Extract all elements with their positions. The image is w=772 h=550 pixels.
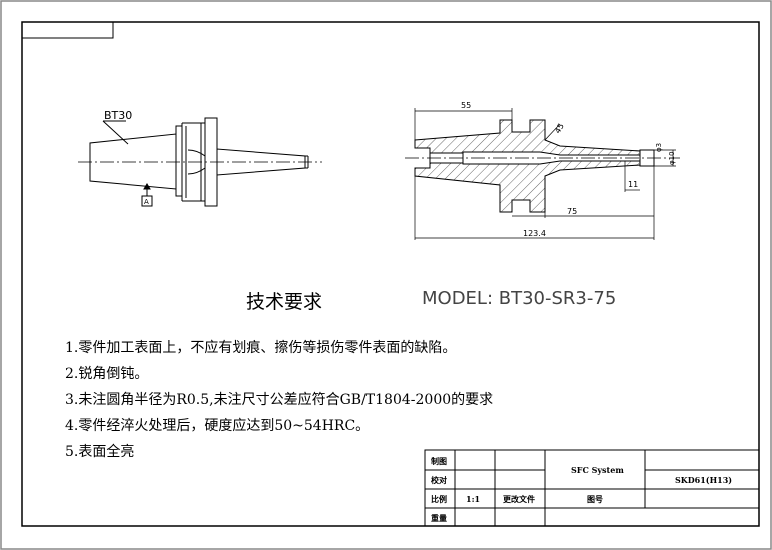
dim-small-dia: φ3: [655, 143, 663, 152]
section-tip: [639, 149, 655, 167]
model-label: MODEL: BT30-SR3-75: [422, 288, 616, 309]
section-view: [405, 108, 680, 240]
taper-outline: [89, 133, 177, 190]
title-block-weight: 重量: [431, 513, 447, 523]
section-lower-body: [414, 160, 641, 213]
title-block-scale: 比例: [431, 494, 447, 504]
dim-angle: 45: [553, 122, 566, 135]
requirements-title: 技术要求: [246, 291, 322, 313]
requirement-item: 2.锐角倒钝。: [65, 366, 148, 382]
drawing-frame: [21, 21, 760, 527]
datum-box: [141, 195, 153, 207]
title-block: [424, 449, 760, 527]
flange-v-groove: [181, 122, 206, 202]
requirement-item: 3.未注圆角半径为R0.5,未注尺寸公差应符合GB/T1804-2000的要求: [65, 391, 493, 408]
taper-label: BT30: [104, 109, 132, 122]
exterior-view: [78, 117, 322, 207]
dim-75: 75: [567, 207, 577, 216]
corner-label-box: [21, 21, 114, 39]
dim-11: 11: [628, 180, 638, 189]
title-block-replace-file: 更改文件: [503, 494, 535, 504]
dim-large-dia: φ10: [668, 151, 676, 165]
dim-123: 123.4: [523, 229, 546, 238]
section-upper-body: [414, 119, 641, 156]
datum-label: A: [144, 198, 149, 206]
title-block-company: SFC System: [571, 465, 624, 475]
title-block-check: 校对: [431, 475, 447, 485]
angle-leader: [544, 123, 561, 141]
dim-55: 55: [461, 101, 471, 110]
requirement-item: 1.零件加工表面上，不应有划痕、擦伤等损伤零件表面的缺陷。: [65, 339, 456, 356]
flange-left: [175, 125, 183, 197]
title-block-drawing-no: 图号: [587, 494, 603, 504]
title-block-draw: 制图: [431, 456, 447, 466]
requirement-item: 4.零件经淬火处理后，硬度应达到50~54HRC。: [65, 417, 369, 434]
requirement-item: 5.表面全亮: [65, 443, 134, 460]
title-block-material: SKD61(H13): [675, 475, 732, 485]
title-block-scale-value: 1:1: [466, 494, 480, 504]
